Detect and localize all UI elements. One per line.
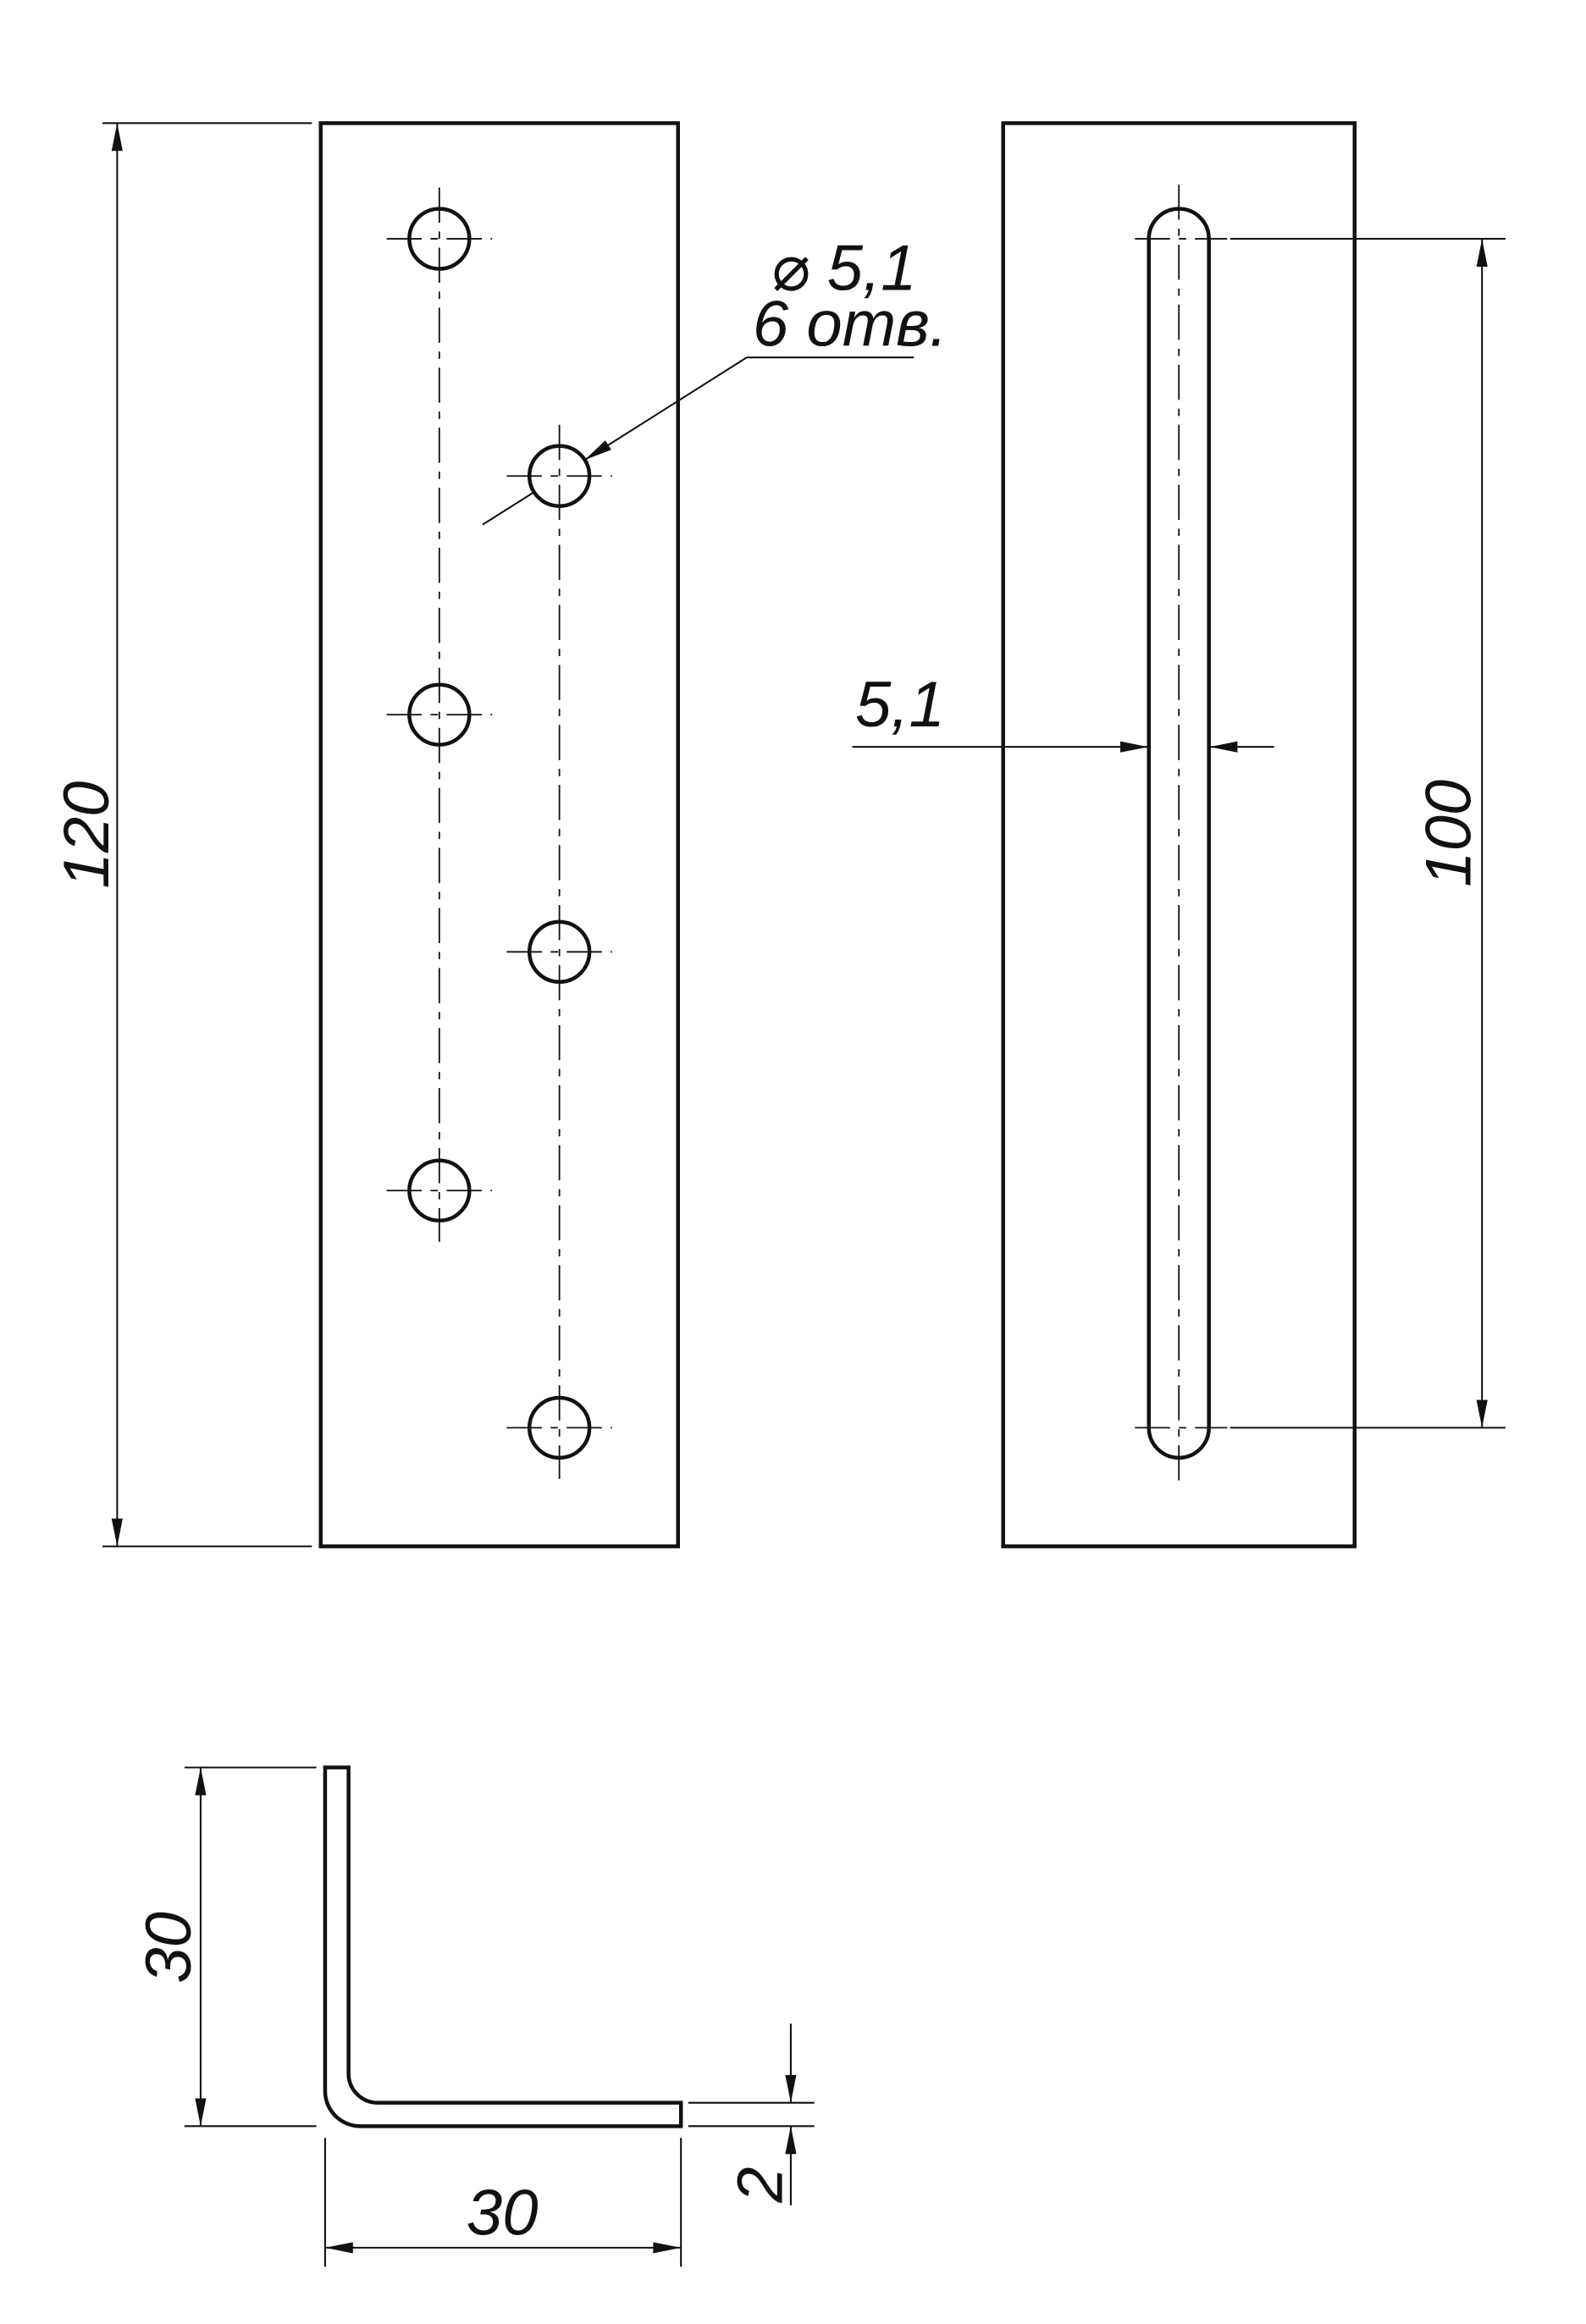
slot-length-label: 100 bbox=[1412, 780, 1484, 887]
leg-width-label: 30 bbox=[467, 2177, 539, 2249]
side-view-outline bbox=[1001, 121, 1357, 1548]
front-view-outline bbox=[318, 121, 680, 1548]
front-view: 120 ⌀ 5,1 6 отв. bbox=[51, 121, 948, 1548]
hole-callout: ⌀ 5,1 6 отв. bbox=[482, 233, 948, 526]
height-dimension-label: 120 bbox=[51, 781, 123, 888]
hole-circle bbox=[407, 207, 472, 271]
hole-circle bbox=[527, 444, 592, 508]
profile-outline bbox=[323, 1765, 683, 2128]
slot-width-label: 5,1 bbox=[855, 669, 945, 741]
leader-tail bbox=[482, 491, 535, 526]
hole-circle bbox=[527, 1395, 592, 1460]
dim-slot-length: 100 bbox=[1230, 238, 1506, 1429]
dim-leg-height: 30 bbox=[133, 1766, 317, 2128]
thickness-label: 2 bbox=[725, 2167, 797, 2203]
dim-slot-width: 5,1 bbox=[852, 669, 1274, 753]
side-view: 5,1 100 bbox=[852, 121, 1506, 1548]
dim-leg-width: 30 bbox=[323, 2138, 682, 2267]
dim-height: 120 bbox=[51, 122, 312, 1548]
slot-outline bbox=[1147, 207, 1211, 1460]
leader-line bbox=[584, 356, 748, 461]
profile-view: 30 30 2 bbox=[133, 1765, 815, 2267]
dim-thickness: 2 bbox=[688, 2023, 815, 2205]
hole-count-label: 6 отв. bbox=[753, 288, 948, 360]
leg-height-label: 30 bbox=[133, 1912, 205, 1984]
hole-diameter-label: ⌀ 5,1 bbox=[771, 233, 917, 305]
hole-circle bbox=[527, 919, 592, 985]
hole-circle bbox=[407, 682, 472, 747]
hole-circle bbox=[407, 1158, 472, 1223]
